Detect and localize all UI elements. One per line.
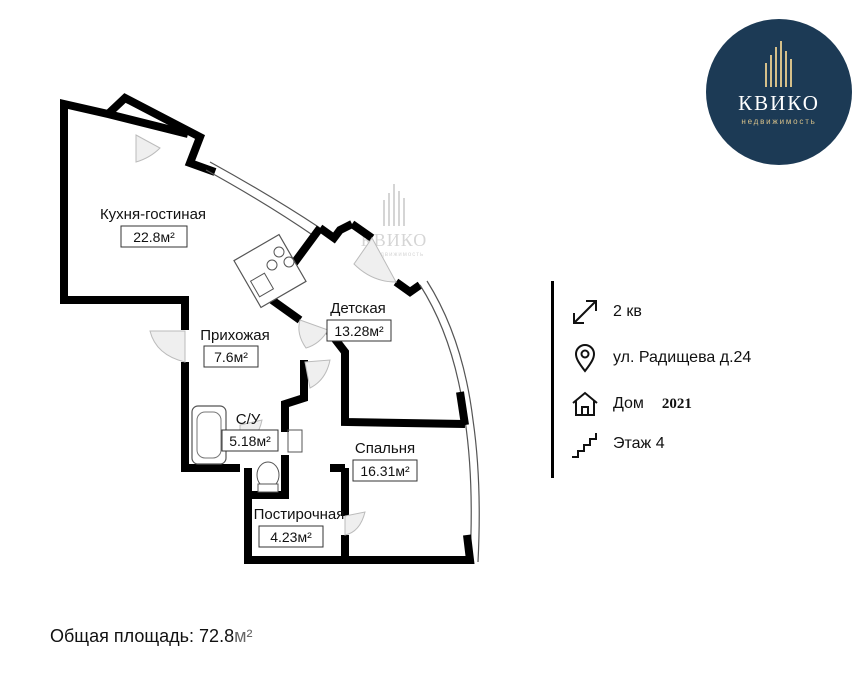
info-floor: Этаж 4: [570, 429, 665, 459]
watermark-name: КВИКО: [361, 230, 428, 250]
sink: [249, 272, 275, 298]
house-icon: [570, 389, 602, 419]
doors: [135, 134, 397, 536]
info-address-text: ул. Радищева д.24: [613, 349, 752, 366]
expand-arrows-icon: [570, 297, 602, 327]
room-area: 16.31м²: [360, 463, 410, 479]
area-box: [258, 525, 324, 548]
room-bedroom: Спальня 16.31м²: [352, 440, 418, 482]
stove-burner: [283, 256, 295, 268]
room-name: Прихожая: [200, 327, 270, 344]
logo-name: КВИКО: [738, 91, 820, 115]
room-name: Спальня: [355, 440, 415, 457]
door-swing: [298, 319, 329, 349]
watermark-tagline: недвижимость: [372, 252, 424, 258]
info-house: Дом 2021: [570, 389, 692, 419]
washbasin: [287, 429, 303, 453]
fixtures: [191, 233, 307, 493]
info-floor-text: Этаж 4: [613, 435, 665, 452]
room-name: Постирочная: [254, 506, 345, 523]
kitchen-counter: [233, 233, 307, 309]
stairs-icon: [570, 429, 602, 459]
area-box: [221, 429, 279, 452]
logo-tagline: недвижимость: [741, 117, 817, 126]
area-box: [352, 459, 418, 482]
door-swing: [135, 134, 161, 163]
total-area-label: Общая площадь: 72.8: [50, 626, 235, 646]
toilet-tank: [257, 483, 279, 493]
room-area: 22.8м²: [133, 229, 175, 245]
total-area-unit: м²: [234, 626, 253, 646]
logo-mark-icon: [765, 41, 792, 87]
info-rooms: 2 кв: [570, 297, 642, 327]
door-swing: [149, 330, 186, 363]
room-name: Кухня-гостиная: [100, 206, 206, 223]
area-box: [326, 319, 392, 342]
info-divider: [551, 281, 554, 478]
info-address: ул. Радищева д.24: [570, 343, 751, 373]
room-laundry: Постирочная 4.23м²: [254, 506, 345, 548]
total-area: Общая площадь: 72.8м²: [50, 626, 252, 647]
door-swing: [304, 359, 331, 389]
location-pin-icon: [570, 343, 602, 373]
bathtub-inner: [196, 411, 222, 459]
door-swing: [344, 511, 366, 536]
watermark-mark: [383, 184, 405, 226]
room-name: С/У: [236, 411, 261, 428]
brand-logo: КВИКО недвижимость: [706, 19, 852, 165]
door-swing: [353, 237, 397, 283]
room-hallway: Прихожая 7.6м²: [200, 327, 270, 368]
room-kitchen-living: Кухня-гостиная 22.8м²: [100, 206, 206, 248]
room-children: Детская 13.28м²: [326, 300, 392, 342]
info-house-year: 2021: [661, 395, 692, 412]
area-box: [120, 225, 188, 248]
room-area: 4.23м²: [270, 529, 312, 545]
stove-burner: [273, 246, 285, 258]
info-rooms-text: 2 кв: [613, 303, 642, 320]
room-area: 7.6м²: [214, 349, 248, 365]
watermark: КВИКО недвижимость: [361, 184, 428, 258]
room-bathroom: С/У 5.18м²: [221, 411, 279, 452]
info-house-text: Дом: [613, 395, 644, 412]
area-box: [203, 345, 259, 368]
room-name: Детская: [330, 300, 386, 317]
stove-burner: [266, 259, 278, 271]
room-area: 13.28м²: [334, 323, 384, 339]
room-area: 5.18м²: [229, 433, 271, 449]
